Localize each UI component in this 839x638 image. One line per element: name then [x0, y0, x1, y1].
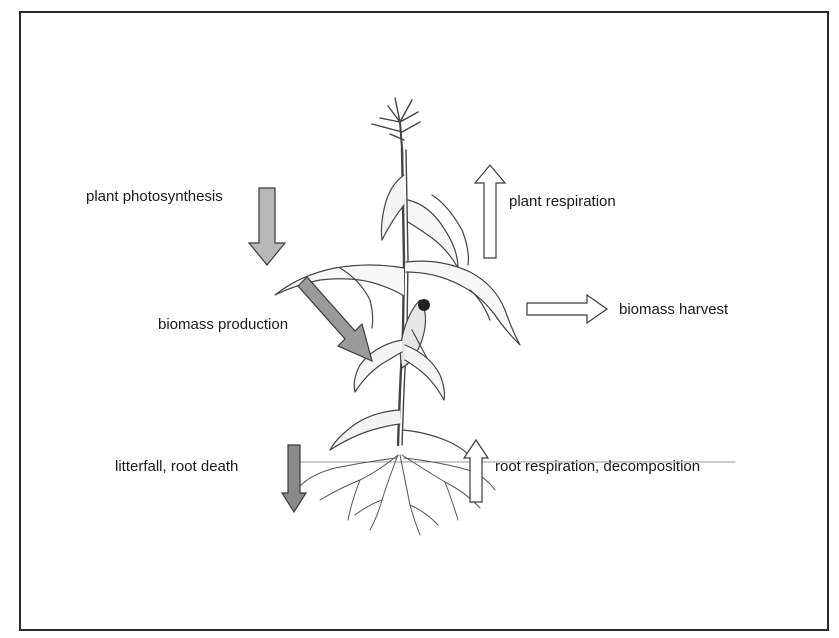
- photosynthesis-arrow: [249, 188, 285, 265]
- root-respiration-arrow: [464, 440, 488, 502]
- biomass-production-label: biomass production: [158, 316, 288, 334]
- litterfall-root-death-label: litterfall, root death: [115, 458, 238, 476]
- plant-photosynthesis-label: plant photosynthesis: [86, 188, 223, 206]
- plant-respiration-arrow: [475, 165, 505, 258]
- biomass-harvest-arrow: [527, 295, 607, 323]
- biomass-harvest-label: biomass harvest: [619, 301, 728, 319]
- litterfall-arrow: [282, 445, 306, 512]
- plant-respiration-label: plant respiration: [509, 193, 616, 211]
- root-respiration-decomposition-label: root respiration, decomposition: [495, 458, 700, 476]
- biomass-production-arrow: [298, 277, 372, 361]
